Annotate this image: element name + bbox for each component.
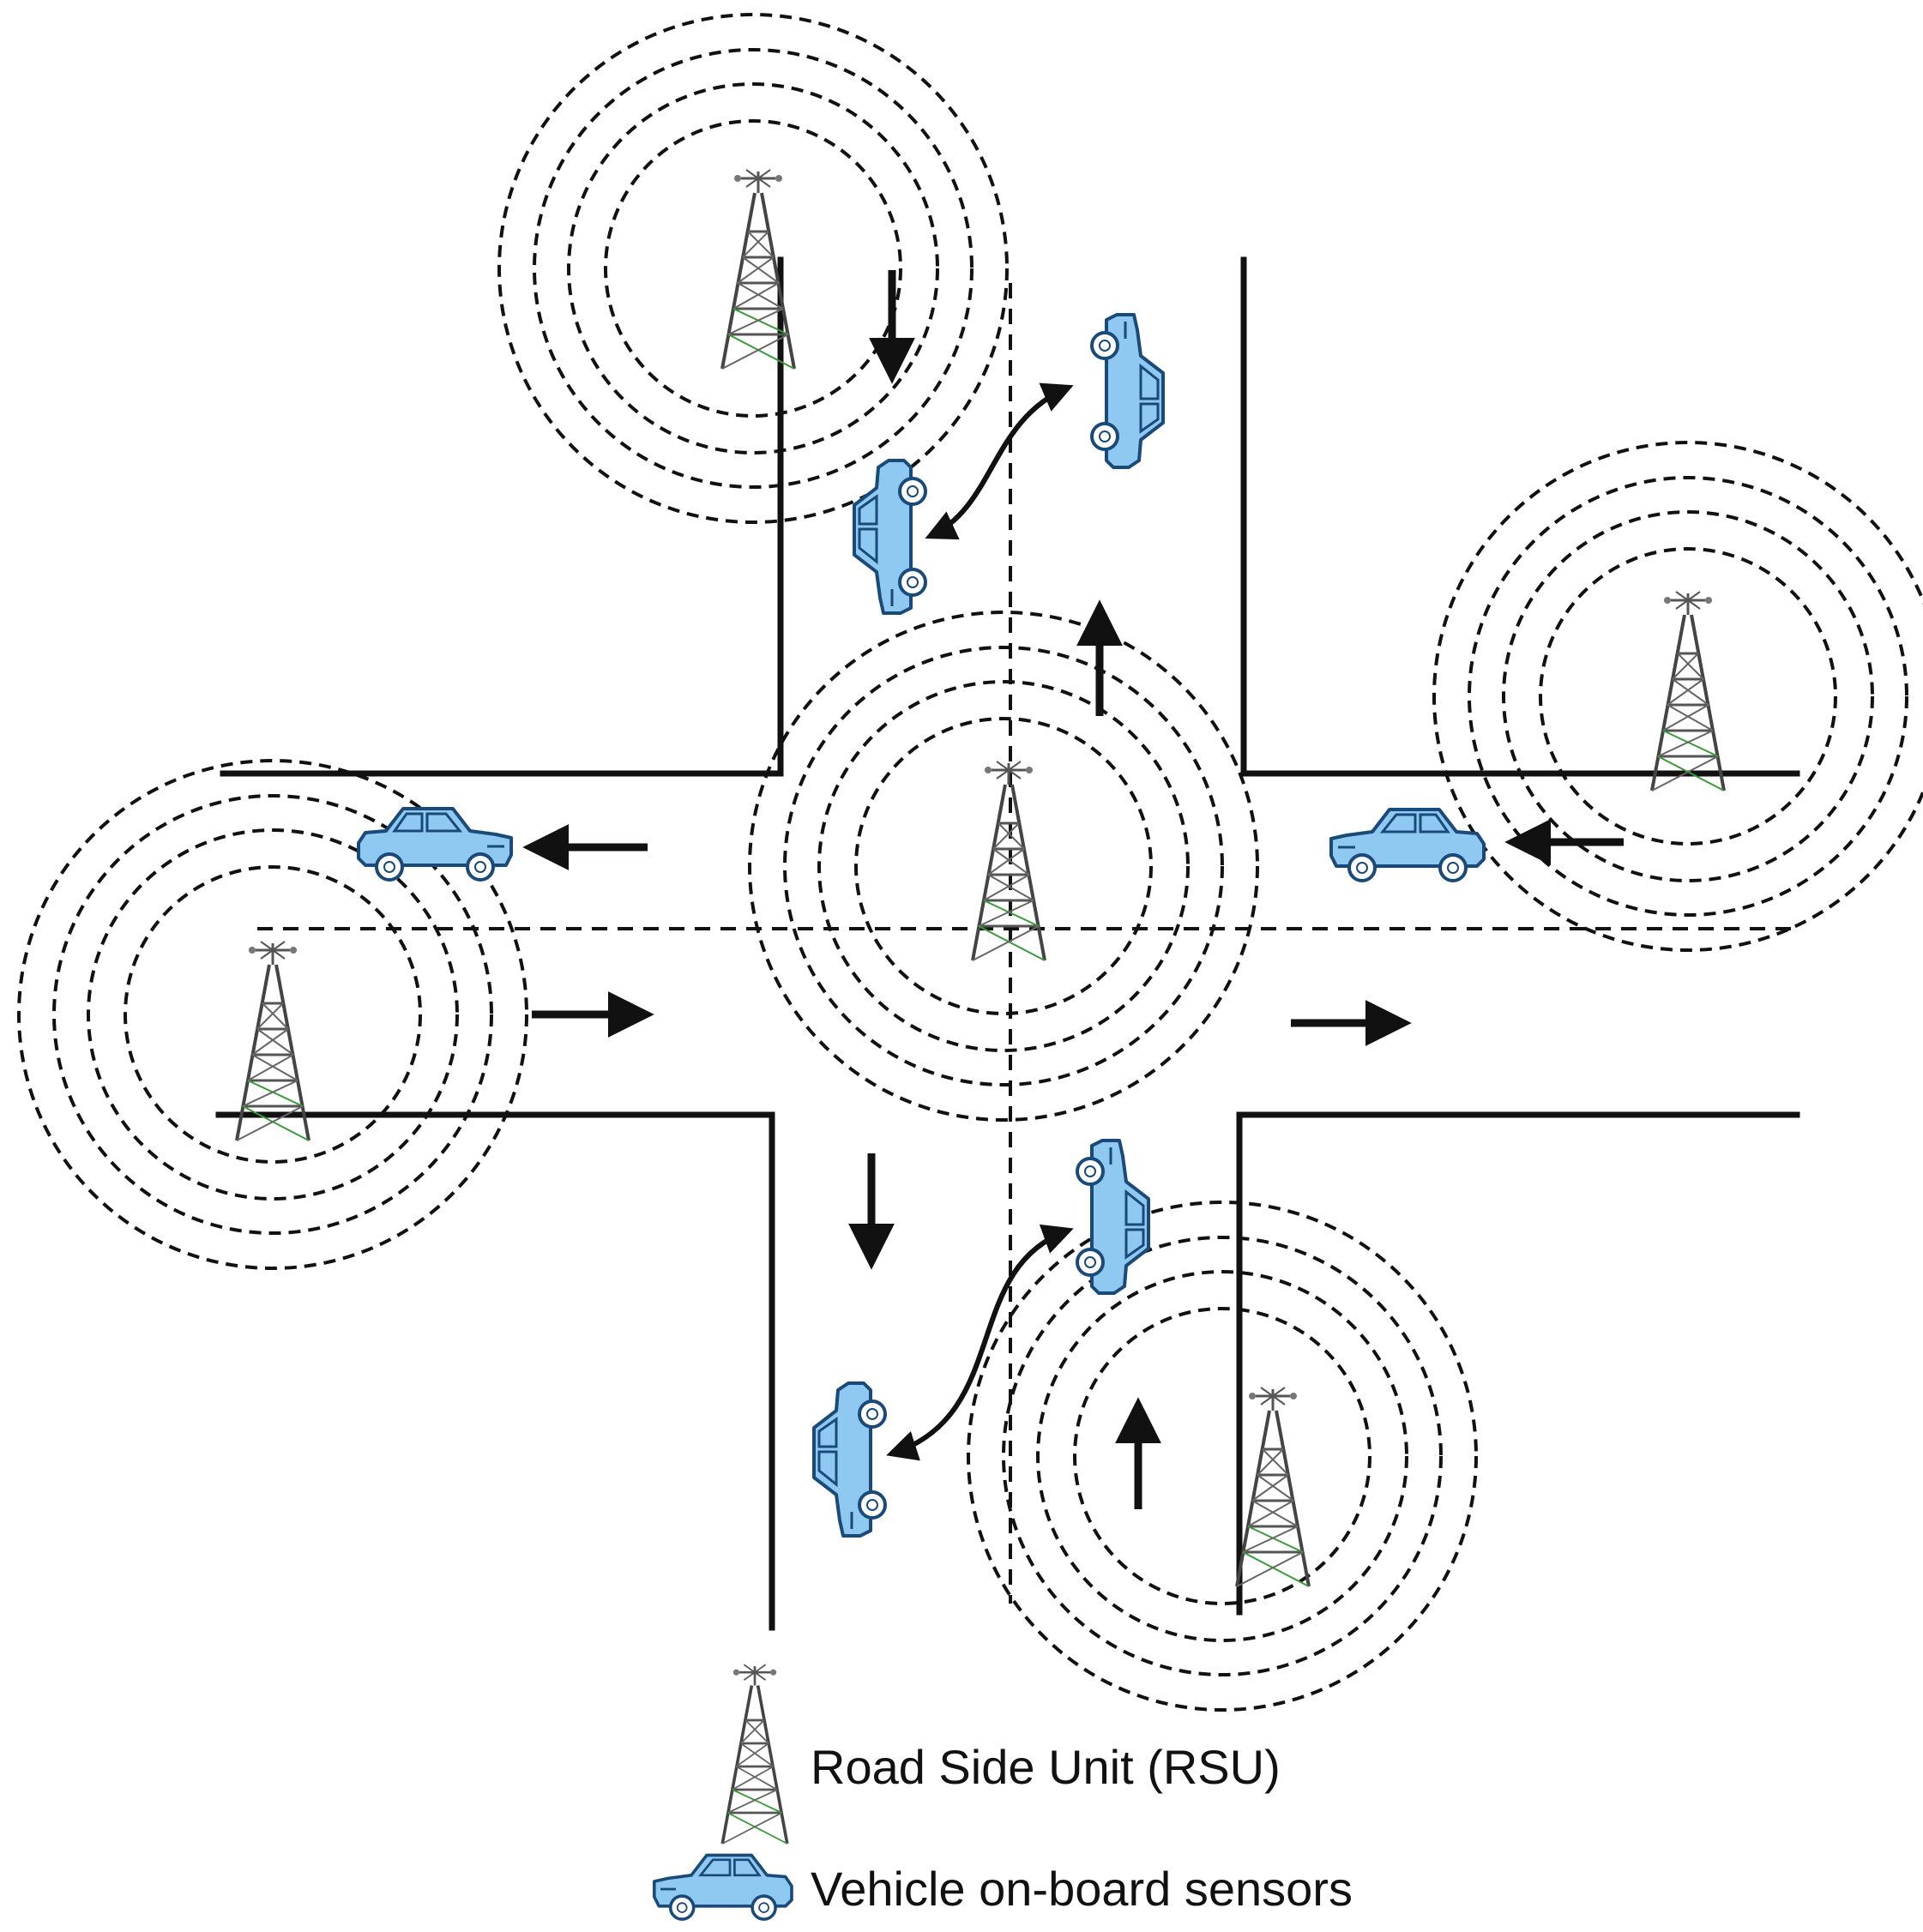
coverage-ring-bottom bbox=[967, 1201, 1478, 1712]
vehicle-icon bbox=[853, 459, 927, 615]
coverage-ring-center bbox=[748, 611, 1259, 1122]
rsu-tower-icon bbox=[1235, 1386, 1311, 1588]
legend-vehicle-icon bbox=[652, 1853, 793, 1921]
vehicle-icon bbox=[1076, 1139, 1150, 1295]
traffic-direction-arrows bbox=[522, 270, 1624, 1509]
legend bbox=[652, 1663, 793, 1921]
v2v-link-arrow-icon bbox=[886, 1224, 1074, 1461]
coverage-ring-top bbox=[497, 13, 1009, 524]
road-edge-bottom-right bbox=[1236, 1111, 1800, 1616]
rsu-tower-icon bbox=[235, 940, 310, 1142]
road-edge-bottom-left bbox=[215, 1111, 775, 1631]
legend-rsu-label: Road Side Unit (RSU) bbox=[811, 1740, 1281, 1794]
vehicle-icon bbox=[1329, 808, 1486, 882]
road-edges bbox=[215, 256, 1800, 1631]
v2v-links bbox=[886, 382, 1074, 1461]
rsu-towers bbox=[235, 168, 1726, 1588]
rsu-tower-icon bbox=[1650, 590, 1726, 792]
road-edge-top-right bbox=[1240, 256, 1800, 777]
vehicle-icon bbox=[1090, 313, 1165, 469]
rsu-coverage-rings bbox=[17, 13, 1923, 1712]
legend-vehicle-label: Vehicle on-board sensors bbox=[811, 1862, 1353, 1916]
road-edge-top-left bbox=[220, 256, 784, 777]
v2v-link-arrow-icon bbox=[925, 382, 1074, 540]
legend-rsu-tower-icon bbox=[720, 1663, 789, 1845]
lane-dividers bbox=[257, 283, 1797, 1604]
vehicles bbox=[357, 313, 1486, 1538]
vehicle-icon bbox=[812, 1381, 887, 1538]
